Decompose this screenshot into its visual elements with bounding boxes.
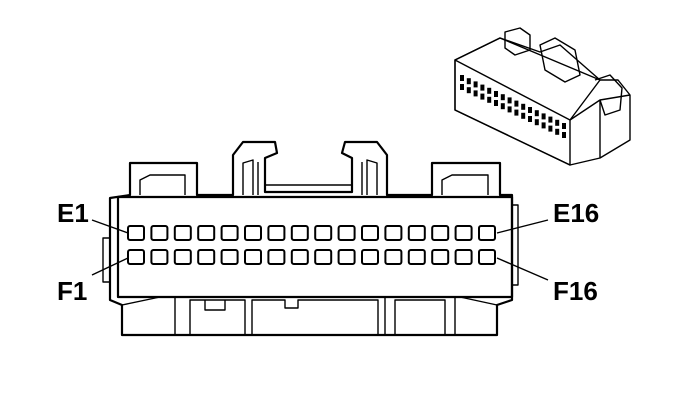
bottom-slot-right [384, 297, 456, 335]
iso-pin [528, 107, 532, 113]
leader-lines [91, 219, 549, 281]
pin-cavity [127, 249, 145, 265]
pin-cavity [407, 249, 426, 265]
connector-face [116, 195, 514, 299]
pin-cavity [150, 249, 169, 265]
pin-cavity [361, 225, 379, 241]
iso-pin [521, 112, 526, 119]
iso-pin [494, 91, 498, 97]
iso-pin [487, 96, 492, 103]
left-tab [139, 174, 186, 195]
iso-pin [514, 109, 519, 116]
connector-isometric-view [454, 27, 631, 166]
iso-pin [548, 125, 553, 132]
connector-housing [108, 140, 514, 337]
bottom-flange [121, 296, 498, 306]
iso-pin [534, 110, 539, 117]
iso-pin [487, 87, 492, 94]
pin-cavity [361, 249, 379, 265]
label-f1: F1 [57, 276, 87, 306]
pin-cavity [290, 225, 309, 241]
pin-cavity [337, 249, 356, 265]
pin-cavity [431, 249, 450, 265]
pin-cavity [478, 249, 496, 265]
iso-pin [555, 128, 560, 135]
bottom-slot-left [174, 297, 246, 335]
right-tab [441, 174, 489, 195]
iso-pin [494, 100, 498, 106]
pin-cavity [220, 225, 239, 241]
iso-pin [541, 113, 546, 120]
right-latch [361, 159, 378, 195]
pin-cavity [314, 225, 333, 241]
pin-cavity [127, 225, 145, 241]
iso-pin [460, 75, 464, 81]
pin-cavity [267, 225, 286, 241]
pin-cavity [173, 225, 192, 241]
label-e1: E1 [57, 198, 89, 228]
pin-cavity [290, 249, 309, 265]
iso-pin [528, 116, 532, 122]
leader-e1 [91, 219, 129, 234]
iso-pin [473, 81, 478, 88]
leader-f16 [496, 257, 549, 281]
pin-cavity [220, 249, 239, 265]
iso-pin [500, 103, 505, 110]
pin-cavity [197, 249, 216, 265]
bottom-slot-center [251, 299, 379, 335]
iso-pin [562, 123, 566, 129]
pin-cavity [384, 225, 403, 241]
pin-cavity [454, 225, 473, 241]
iso-top-face [454, 37, 601, 121]
pin-cavity [173, 249, 192, 265]
pin-cavity [267, 249, 286, 265]
pin-cavity [384, 249, 403, 265]
iso-pin [480, 93, 485, 100]
iso-pin-grid [460, 75, 566, 138]
leader-f1 [91, 257, 129, 276]
label-f16: F16 [553, 276, 598, 306]
iso-pin [534, 119, 539, 126]
iso-pin [507, 106, 512, 113]
iso-pin [466, 87, 471, 94]
iso-pin [555, 119, 560, 126]
right-key [512, 204, 519, 286]
left-key [102, 237, 110, 283]
pin-cavity [454, 249, 473, 265]
iso-pin [500, 94, 505, 101]
iso-pin [548, 116, 553, 123]
iso-pin [521, 103, 526, 110]
iso-side-tab [594, 74, 623, 116]
pin-cavities [127, 225, 496, 265]
iso-pin [541, 122, 546, 129]
iso-pin [473, 90, 478, 97]
left-latch [242, 159, 259, 195]
pin-cavity [337, 225, 356, 241]
connector-face-view [102, 140, 519, 337]
iso-front-face [454, 59, 571, 166]
pin-cavity [150, 225, 169, 241]
iso-pin [507, 97, 512, 104]
leader-e16 [496, 219, 549, 234]
pin-cavity [197, 225, 216, 241]
iso-pin [460, 84, 464, 90]
iso-pin [466, 78, 471, 85]
iso-pin [514, 100, 519, 107]
pin-cavity [314, 249, 333, 265]
pin-cavity [244, 225, 262, 241]
pin-cavity [244, 249, 262, 265]
pin-cavity [478, 225, 496, 241]
iso-top-latch [504, 27, 581, 83]
iso-pin [562, 132, 566, 138]
label-e16: E16 [553, 198, 599, 228]
pin-cavity [431, 225, 450, 241]
iso-pin [480, 84, 485, 91]
pin-cavity [407, 225, 426, 241]
